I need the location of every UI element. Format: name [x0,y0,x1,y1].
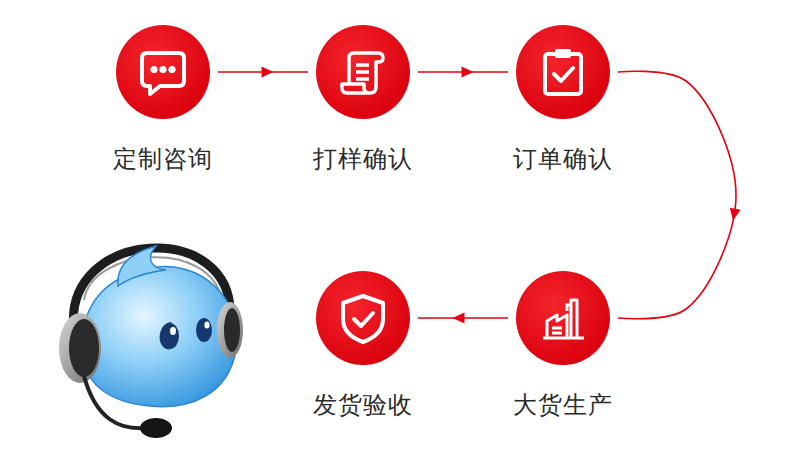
mascot-eye-shine [170,327,176,335]
process-step: 大货生产 [508,271,618,420]
mascot-eye-shine [204,321,209,328]
check-mark [354,313,373,326]
mascot-eye [161,323,179,349]
flow-connector [618,71,736,319]
mascot-tip [118,246,166,286]
step-icon [543,300,584,338]
step-icon [343,296,383,342]
step-circle-shape [316,25,410,119]
step-label: 打样确认 [313,145,413,174]
step-circle-shape [316,271,410,365]
step-circle [316,271,410,365]
scroll-icon [342,53,383,93]
chat-dot [150,66,157,73]
step-label: 定制咨询 [113,145,213,174]
step-circle [116,25,210,119]
ear-cup [69,319,99,377]
step-icon [142,53,184,94]
scroll-line [356,77,369,81]
shield-icon [343,296,383,342]
ear-cup-rim [59,313,101,383]
step-circle [516,25,610,119]
step-icon [342,53,383,93]
check-mark [554,68,573,81]
arrowhead [262,67,274,78]
microphone [140,418,172,438]
ear-cup-rim [217,302,243,358]
factory-chimney [567,305,571,311]
scroll-line [356,63,369,67]
chat-dot [159,66,166,73]
process-step: 定制咨询 [108,25,218,174]
clipboard-icon [545,54,581,94]
chat-dot [168,66,175,73]
arrowhead [730,208,741,221]
step-circle [316,25,410,119]
step-circle-shape [116,25,210,119]
arrowhead [453,313,465,324]
step-circle [516,271,610,365]
mascot-eye [196,318,212,342]
step-label: 订单确认 [513,145,613,174]
clipboard-clip [555,49,571,58]
chat-icon [142,53,184,94]
step-circle-shape [516,271,610,365]
scroll-line [356,70,369,74]
process-step: 打样确认 [308,25,418,174]
step-icon [545,49,581,94]
process-step: 订单确认 [508,25,618,174]
process-step: 发货验收 [308,271,418,420]
ear-cup [224,308,240,352]
mic-boom [84,376,146,428]
step-circle-shape [516,25,610,119]
factory-icon [543,300,584,338]
step-label: 发货验收 [313,391,413,420]
step-label: 大货生产 [513,391,613,420]
mascot-body [82,267,237,407]
arrowhead [462,67,474,78]
